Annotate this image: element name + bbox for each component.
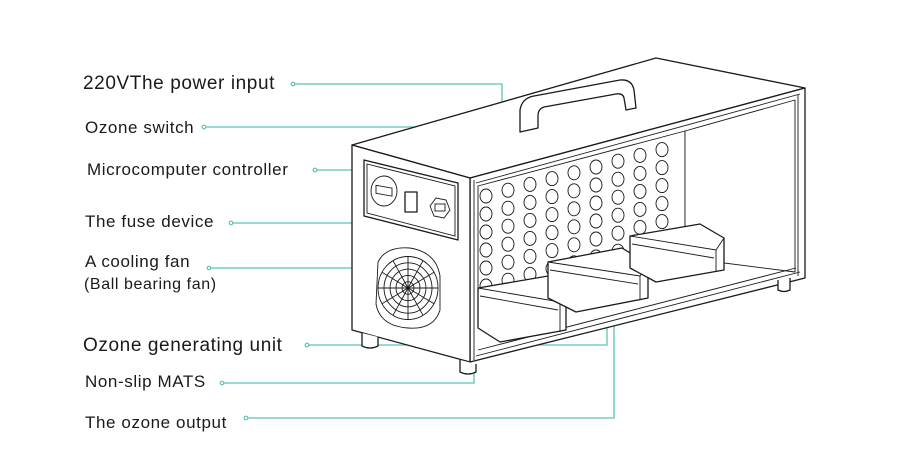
label-fuse-device: The fuse device [85, 212, 215, 231]
vent-hole [567, 237, 581, 253]
vent-hole [633, 183, 647, 199]
leader-dot-ozone-output [243, 415, 249, 421]
label-non-slip-mats: Non-slip MATS [85, 372, 206, 391]
vent-hole [655, 178, 669, 194]
label-ozone-generating-unit: Ozone generating unit [83, 335, 283, 356]
vent-hole [567, 165, 581, 181]
vent-hole [523, 248, 537, 264]
vent-hole [479, 260, 493, 276]
vent-hole [545, 243, 559, 259]
vent-hole [501, 218, 515, 234]
leader-dot-non-slip-mats [219, 380, 225, 386]
interior-side-panel [684, 99, 796, 273]
vent-hole [655, 196, 669, 212]
label-ozone-switch: Ozone switch [85, 118, 195, 137]
leader-dot-cooling-fan [206, 265, 212, 271]
vent-hole [611, 225, 625, 241]
ozone-switch-icon [404, 191, 418, 213]
leader-non-slip-mats [222, 372, 475, 384]
label-cooling-fan-subtext: (Ball bearing fan) [84, 276, 217, 293]
fan-spoke [381, 287, 409, 305]
vent-hole [633, 201, 647, 217]
vent-hole [479, 188, 493, 204]
fan-spoke [381, 271, 409, 289]
fan-spoke [392, 260, 409, 289]
fan-spoke [407, 287, 435, 305]
leader-dot-ozone-switch [201, 124, 207, 130]
leader-lines [201, 81, 615, 421]
fan-spoke [407, 260, 424, 289]
vent-hole [545, 225, 559, 241]
foot-rear-right [777, 278, 791, 293]
vent-hole [589, 159, 603, 175]
vent-hole [611, 171, 625, 187]
foot-front-right [459, 360, 477, 375]
leader-power-input [294, 83, 503, 104]
vent-hole [523, 194, 537, 210]
vent-hole [589, 213, 603, 229]
ozone-generating-units [477, 223, 725, 343]
fuse-holder-icon [370, 175, 398, 207]
vent-hole [655, 214, 669, 230]
label-ozone-output: The ozone output [85, 413, 227, 432]
label-microcomputer-controller: Microcomputer controller [87, 160, 289, 179]
vent-hole [655, 142, 669, 158]
cooling-fan-grille [375, 247, 441, 329]
label-cooling-fan: A cooling fan [85, 252, 191, 271]
vent-hole [611, 189, 625, 205]
foot-front-left [361, 333, 379, 349]
power-socket-icon [429, 197, 451, 219]
fan-housing [375, 247, 441, 329]
vent-hole [567, 183, 581, 199]
vent-hole [501, 236, 515, 252]
vent-hole [523, 176, 537, 192]
vent-hole [479, 224, 493, 240]
fan-spoke [407, 287, 424, 316]
vent-hole [611, 207, 625, 223]
vent-hole [589, 177, 603, 193]
fuse-slot [375, 184, 393, 197]
vent-hole [479, 242, 493, 258]
vent-hole [545, 207, 559, 223]
vent-hole [523, 212, 537, 228]
vent-hole [589, 195, 603, 211]
fan-spoke [392, 287, 409, 316]
vent-hole [567, 219, 581, 235]
vent-hole [501, 254, 515, 270]
leader-dot-power-input [290, 81, 296, 87]
label-power-input: 220VThe power input [83, 73, 276, 94]
vent-hole [501, 182, 515, 198]
vent-hole [655, 160, 669, 176]
fan-spoke [407, 271, 435, 289]
vent-hole [633, 165, 647, 181]
vent-hole [633, 147, 647, 163]
vent-hole [523, 230, 537, 246]
vent-hole [545, 189, 559, 205]
vent-hole [589, 231, 603, 247]
vent-hole [501, 200, 515, 216]
leader-dot-fuse [228, 220, 234, 226]
vent-hole [567, 201, 581, 217]
vent-hole [545, 171, 559, 187]
device-body [351, 57, 806, 375]
handle [519, 79, 637, 133]
leader-dot-microcomputer [312, 167, 318, 173]
leader-dot-generating-unit [304, 342, 310, 348]
vent-hole [479, 206, 493, 222]
leader-ozone-output [246, 322, 615, 419]
vent-hole [611, 153, 625, 169]
